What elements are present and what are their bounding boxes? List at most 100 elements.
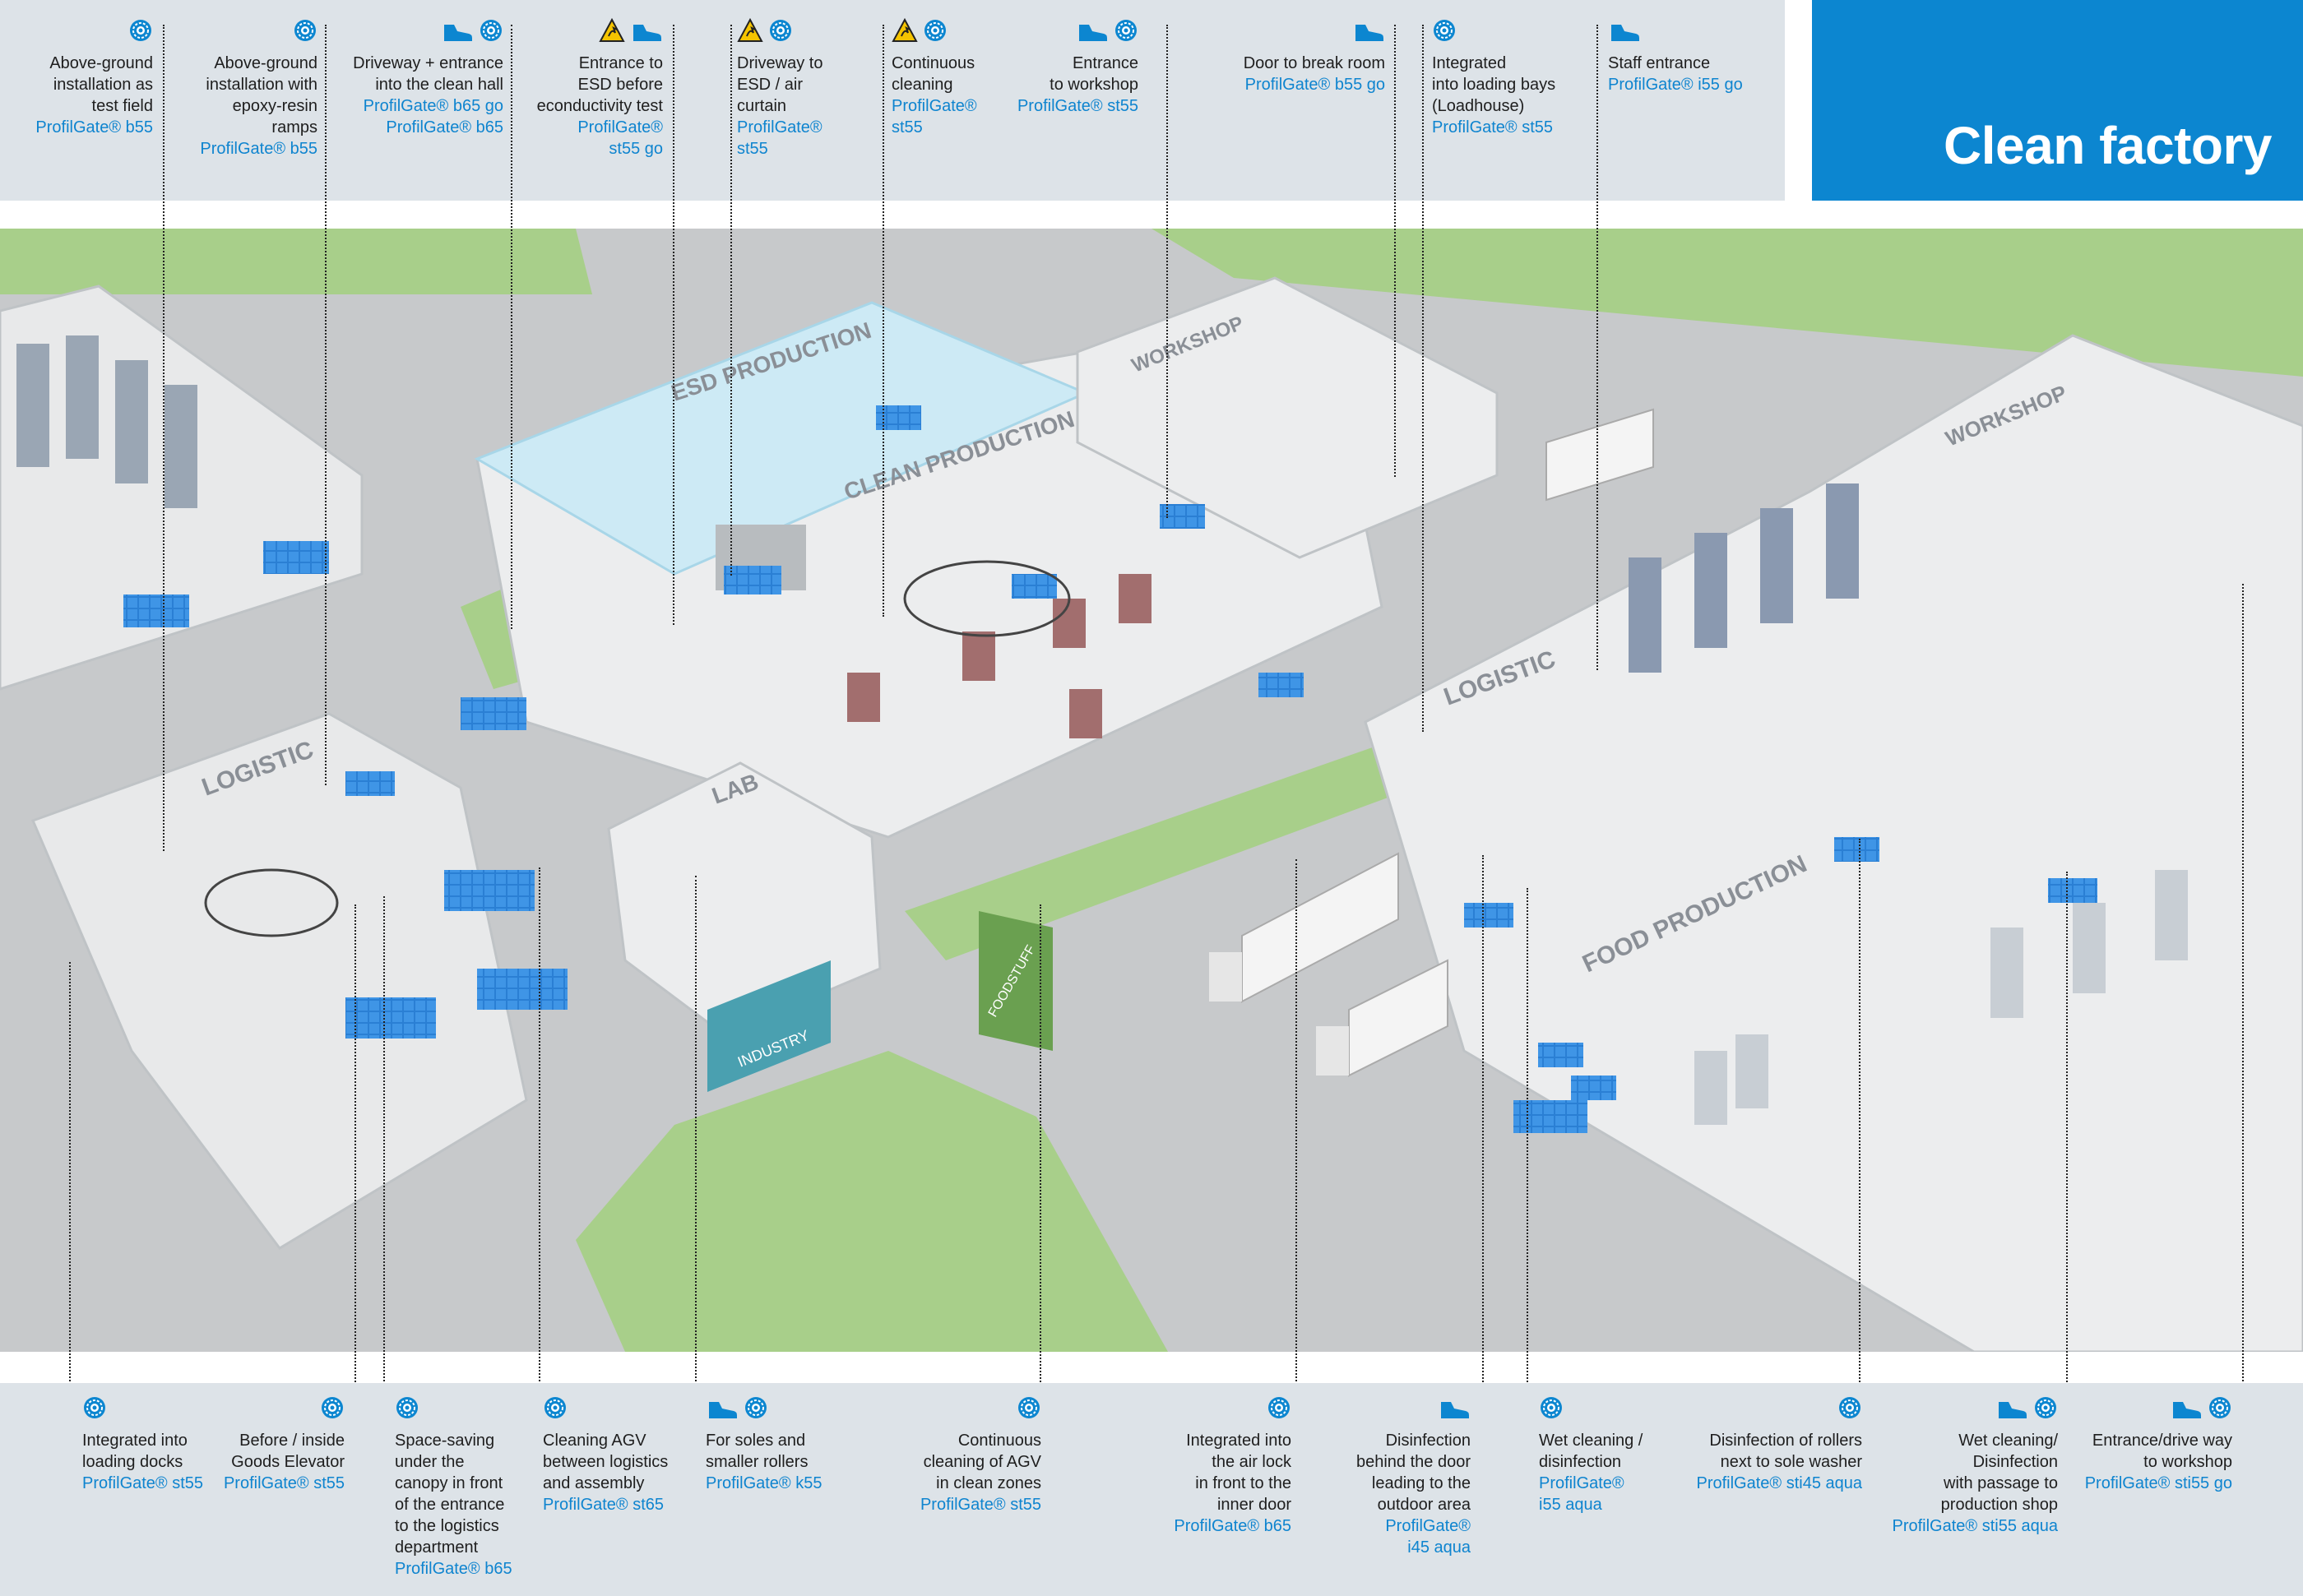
profilgate-grate [1834, 837, 1879, 862]
bottom-callout-12: Entrance/drive way to workshop ProfilGat… [2068, 1395, 2232, 1494]
bottom-callout-10: Disinfection of rollers next to sole was… [1648, 1395, 1862, 1494]
top-callout-8: Door to break room ProfilGate® b55 go [1188, 18, 1385, 95]
callout-product: ProfilGate® k55 [706, 1474, 822, 1492]
profilgate-grate [345, 997, 436, 1039]
leader-line [1859, 839, 1860, 1398]
profilgate-grate [2048, 878, 2097, 903]
esd-icon [599, 17, 625, 49]
callout-product: ProfilGate® st55 [737, 118, 822, 158]
profilgate-grate [345, 771, 395, 796]
callout-product: ProfilGate® b65 go ProfilGate® b65 [363, 97, 503, 136]
callout-label: Driveway to ESD / air curtain [737, 54, 823, 115]
top-callout-4: Entrance to ESD before econductivity tes… [482, 17, 663, 160]
profilgate-grate [263, 541, 329, 574]
food-tanks [1694, 870, 2188, 1125]
grass-area [576, 1051, 1168, 1352]
callout-label: Continuous cleaning [892, 54, 975, 94]
callout-label: Integrated into loading docks [82, 1432, 188, 1471]
profilgate-grate [123, 594, 189, 627]
callout-label: Driveway + entrance into the clean hall [353, 54, 503, 94]
profilgate-grate [1464, 903, 1513, 928]
profilgate-grate [444, 870, 535, 911]
shoe-icon [630, 18, 663, 49]
callout-label: Entrance to ESD before econductivity tes… [536, 54, 663, 115]
callout-label: Integrated into loading bays (Loadhouse) [1432, 54, 1556, 115]
leader-line [2242, 584, 2244, 1398]
gear-icon [744, 1395, 768, 1426]
gear-icon [2208, 1395, 2232, 1426]
callout-label: Wet cleaning / disinfection [1539, 1432, 1643, 1471]
bottom-callout-7: Integrated into the air lock in front to… [1127, 1395, 1291, 1537]
building-workshop-center [1076, 276, 1499, 559]
industry-sign: INDUSTRY [707, 960, 831, 1092]
gear-icon [1114, 18, 1138, 49]
profilgate-grate [1571, 1076, 1616, 1100]
profilgate-grate [724, 566, 781, 594]
shoe-icon [706, 1395, 739, 1426]
top-callout-1: Above-ground installation as test field … [0, 18, 153, 138]
gear-icon [923, 18, 948, 49]
callout-label: Disinfection behind the door leading to … [1355, 1432, 1471, 1514]
leader-line [163, 25, 164, 851]
top-callout-9: Integrated into loading bays (Loadhouse)… [1432, 18, 1613, 138]
callout-product: ProfilGate® st65 [543, 1496, 665, 1514]
leader-line [883, 25, 884, 617]
bottom-callout-1: Integrated into loading docks ProfilGate… [82, 1395, 239, 1494]
top-callout-3: Driveway + entrance into the clean hall … [298, 18, 503, 138]
shoe-icon [1438, 1395, 1471, 1426]
robot-arms [847, 574, 1152, 738]
gear-icon [1539, 1395, 1564, 1426]
esd-icon [892, 17, 918, 49]
leader-line [1482, 855, 1484, 1398]
shoe-icon [1608, 18, 1641, 49]
profilgate-grate [461, 697, 526, 730]
shoe-icon [1995, 1395, 2028, 1426]
leader-line [354, 904, 356, 1398]
gear-icon [395, 1395, 419, 1426]
callout-label: Space-saving under the canopy in front o… [395, 1432, 505, 1557]
leader-line [1295, 859, 1297, 1398]
page-title: Clean factory [1944, 116, 2272, 175]
bottom-callout-8: Disinfection behind the door leading to … [1306, 1395, 1471, 1558]
grass-area [905, 738, 1415, 960]
callout-product: ProfilGate® b55 [35, 118, 153, 136]
building-lab [607, 761, 882, 1036]
callout-label: Entrance to workshop [1050, 54, 1138, 94]
truck [1316, 959, 1448, 1077]
profilgate-grate [1258, 673, 1304, 697]
callout-label: Integrated into the air lock in front to… [1186, 1432, 1291, 1514]
leader-line [695, 876, 697, 1398]
callout-product: ProfilGate® st55 [82, 1474, 204, 1492]
agv-track [903, 560, 1071, 637]
leader-line [2066, 872, 2068, 1398]
callout-product: ProfilGate® i45 aqua [1385, 1517, 1471, 1557]
bottom-callout-6: Continuous cleaning of AGV in clean zone… [877, 1395, 1041, 1515]
leader-line [539, 867, 540, 1398]
leader-line [511, 25, 512, 629]
gear-icon [128, 18, 153, 49]
callout-product: ProfilGate® st55 [892, 97, 977, 136]
callout-label: Staff entrance [1608, 54, 1711, 72]
leader-line [383, 896, 385, 1398]
top-callout-2: Above-ground installation with epoxy-res… [137, 18, 317, 160]
callout-product: ProfilGate® i55 go [1608, 76, 1743, 94]
grass-area [1152, 229, 2303, 377]
gear-icon [479, 18, 503, 49]
shoe-icon [1352, 18, 1385, 49]
callout-product: ProfilGate® i55 aqua [1539, 1474, 1624, 1514]
callout-product: ProfilGate® b55 [200, 140, 317, 158]
bottom-callout-5: For soles and smaller rollers ProfilGate… [706, 1395, 862, 1494]
leader-line [1040, 904, 1041, 1398]
leader-line [1394, 25, 1396, 477]
callout-product: ProfilGate® sti55 aqua [1892, 1517, 2058, 1535]
gear-icon [1017, 1395, 1041, 1426]
callout-label: Cleaning AGV between logistics and assem… [543, 1432, 669, 1492]
callout-product: ProfilGate® b55 go [1244, 76, 1385, 94]
profilgate-grate [1513, 1100, 1587, 1133]
callout-product: ProfilGate® sti55 go [2084, 1474, 2232, 1492]
callout-label: Door to break room [1243, 54, 1385, 72]
callout-product: ProfilGate® b65 [1174, 1517, 1291, 1535]
agv-track [204, 868, 339, 937]
bottom-callout-4: Cleaning AGV between logistics and assem… [543, 1395, 699, 1515]
bottom-callout-2: Before / inside Goods Elevator ProfilGat… [188, 1395, 345, 1494]
